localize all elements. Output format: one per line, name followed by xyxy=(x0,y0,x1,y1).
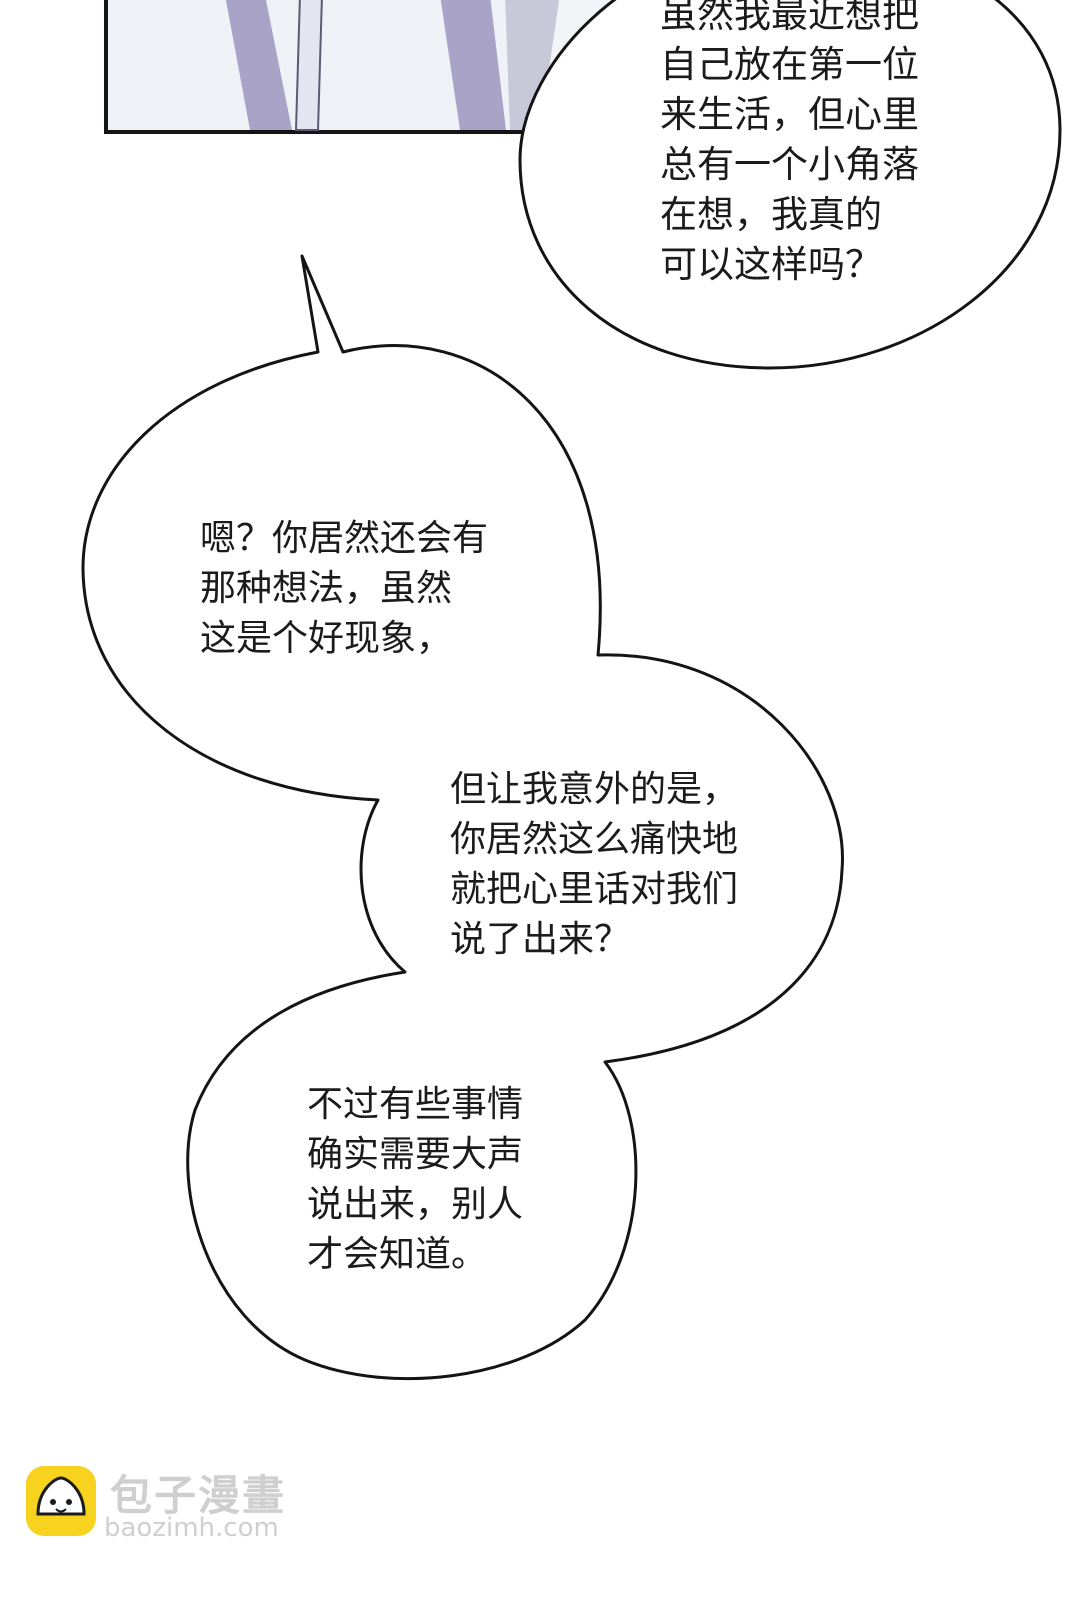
clothing-shape xyxy=(294,0,323,131)
text-line: 来生活，但心里 xyxy=(660,93,919,136)
text-line: 说了出来？ xyxy=(450,919,631,960)
watermark-name: 包子漫畫 xyxy=(110,1471,287,1520)
speech-bubble-top-right xyxy=(518,0,1062,370)
clothing-shape xyxy=(505,0,560,130)
text-line: 在想，我真的 xyxy=(660,193,882,236)
text-line: 总有一个小角落 xyxy=(660,143,919,186)
speech-bubble-merged xyxy=(81,254,844,1381)
bubble-text-middle-1: 嗯？你居然还会有 那种想法，虽然 这是个好现象， xyxy=(200,514,488,664)
text-line: 可以这样吗？ xyxy=(660,243,882,286)
text-line: 才会知道。 xyxy=(307,1234,488,1275)
text-line: 自己放在第一位 xyxy=(660,43,919,86)
text-line: 确实需要大声 xyxy=(307,1134,524,1175)
watermark-url: baozimh.com xyxy=(104,1513,279,1543)
bun-logo-icon xyxy=(26,1466,96,1536)
text-line: 嗯？你居然还会有 xyxy=(200,518,489,559)
clothing-shape xyxy=(225,0,292,130)
text-line: 但让我意外的是， xyxy=(450,769,739,810)
text-line: 那种想法，虽然 xyxy=(200,568,453,609)
text-line: 这是个好现象， xyxy=(200,618,453,659)
text-line: 不过有些事情 xyxy=(307,1084,524,1125)
text-line: 虽然我最近想把 xyxy=(660,0,919,36)
bubble-text-top-right: 虽然我最近想把 自己放在第一位 来生活，但心里 总有一个小角落 在想，我真的 可… xyxy=(660,0,919,290)
bubble-text-bottom: 不过有些事情 确实需要大声 说出来，别人 才会知道。 xyxy=(307,1080,523,1280)
clothing-shape xyxy=(440,0,506,130)
bubble-text-middle-2: 但让我意外的是， 你居然这么痛快地 就把心里话对我们 说了出来？ xyxy=(450,765,738,965)
text-line: 说出来，别人 xyxy=(307,1184,524,1225)
text-line: 你居然这么痛快地 xyxy=(450,819,739,860)
text-line: 就把心里话对我们 xyxy=(450,869,739,910)
